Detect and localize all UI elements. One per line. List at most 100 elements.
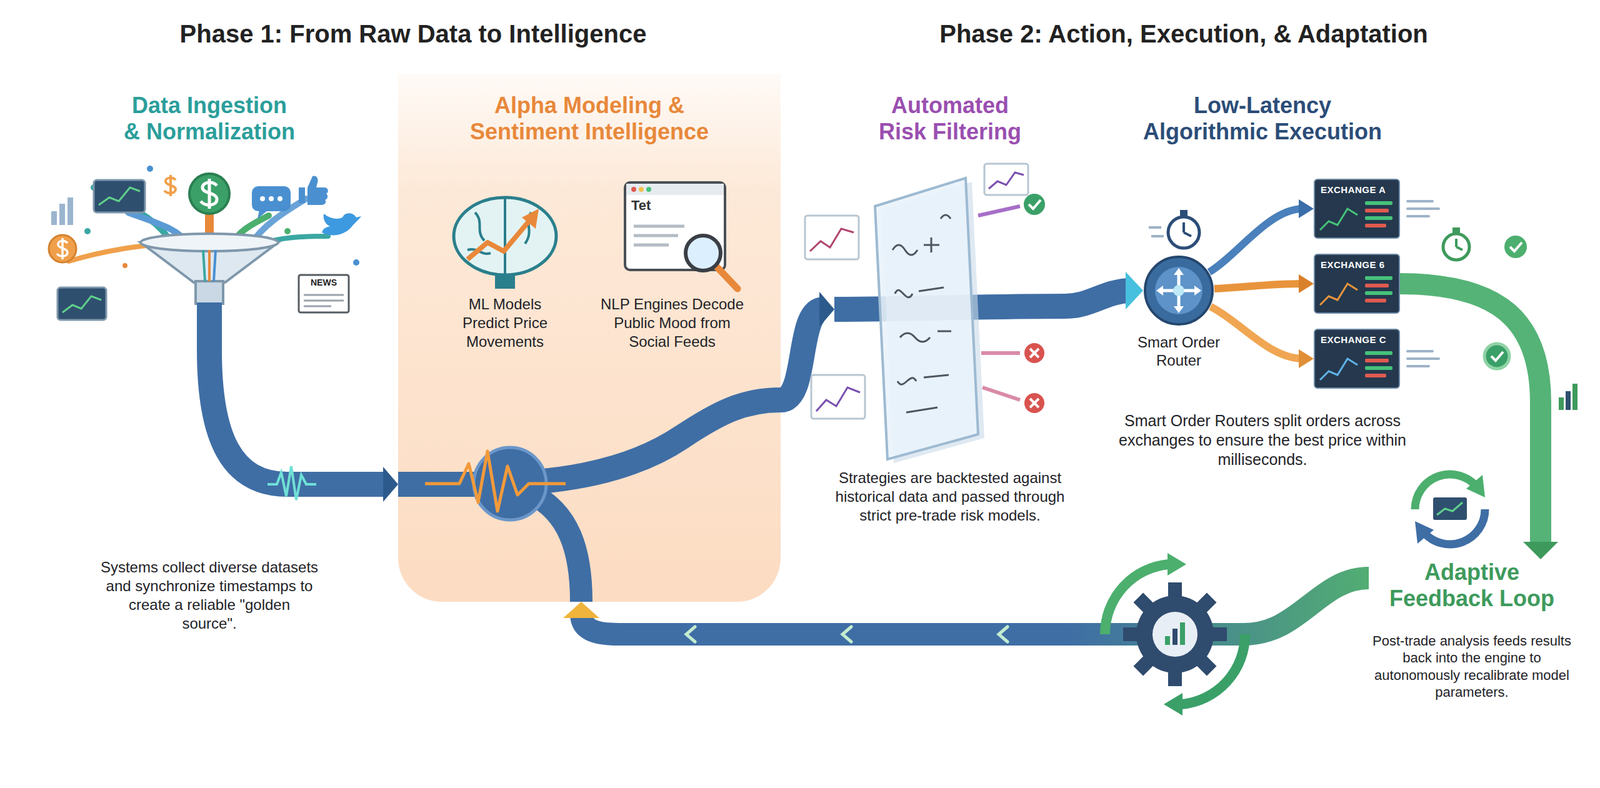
text-line	[633, 243, 669, 247]
glass-pane	[875, 178, 979, 460]
flow-ribbon	[318, 471, 388, 497]
phase-title: Phase 1: From Raw Data to Intelligence	[131, 20, 695, 49]
stage-band: Alpha Modeling & Sentiment IntelligenceM…	[398, 73, 781, 602]
quote-bar	[1365, 373, 1387, 378]
news-line	[303, 300, 344, 302]
flow-connector	[1065, 271, 1144, 310]
description-text: Smart Order Routers split orders across …	[1100, 411, 1425, 470]
risk-pane	[805, 163, 1045, 464]
chart-line	[62, 296, 102, 313]
router-label: Smart Order Router	[1128, 333, 1229, 370]
stage-heading: Automated Risk Filtering	[866, 92, 1034, 146]
speed-line	[1407, 357, 1439, 360]
description-text: Systems collect diverse datasets and syn…	[100, 558, 319, 634]
router-core	[1155, 266, 1203, 315]
dot	[353, 259, 360, 266]
bar-icon	[1558, 397, 1564, 410]
data-icons	[48, 165, 362, 320]
browser-icon	[625, 182, 738, 289]
dollar-sign	[164, 175, 176, 197]
chart-card	[805, 215, 859, 260]
router-arrowheads	[1156, 268, 1202, 314]
flow-connector	[1400, 283, 1559, 560]
speed-line	[1407, 365, 1429, 368]
dollar-sign	[200, 178, 217, 209]
motion-line	[1148, 226, 1162, 229]
description-text: Post-trade analysis feeds results back i…	[1368, 632, 1575, 702]
x-mark	[1030, 348, 1039, 358]
magnifier-handle	[715, 265, 738, 289]
reject-x	[1024, 343, 1045, 364]
flow-ribbon	[1214, 283, 1304, 289]
quote-bar	[1365, 283, 1389, 288]
exchange-name: EXCHANGE C	[1315, 330, 1399, 345]
router-arrows	[1161, 273, 1197, 309]
flow-ribbon	[1400, 283, 1541, 547]
motion-line	[1151, 235, 1164, 238]
chat-tail	[257, 210, 268, 219]
gear-bar	[1172, 628, 1178, 645]
chevron	[998, 626, 1008, 642]
stopwatch-hand	[1456, 238, 1463, 250]
flow-ribbon	[1209, 208, 1304, 272]
bar-icon	[1572, 383, 1578, 410]
window-dot	[646, 186, 652, 192]
exchange-box: EXCHANGE C	[1313, 328, 1400, 389]
exchange-name: EXCHANGE A	[1315, 180, 1399, 195]
gear-cycle-head	[1163, 693, 1183, 716]
bar-icon	[59, 203, 65, 225]
funnel-stream	[213, 250, 216, 282]
stage-panel: Data Ingestion & NormalizationSystems co…	[100, 92, 319, 634]
funnel	[140, 233, 279, 304]
quote-bar	[1365, 291, 1393, 295]
check-circle	[1504, 235, 1527, 259]
speed-line	[1407, 207, 1439, 210]
chevron	[842, 626, 852, 642]
router-circle: Smart Order Router	[1143, 255, 1215, 327]
thumbs-up	[298, 176, 329, 205]
bird-icon	[321, 213, 362, 235]
quote-bar	[1365, 351, 1393, 355]
pulse-wave	[267, 466, 317, 500]
check-mark	[1510, 242, 1522, 252]
browser-window	[625, 182, 725, 270]
dot	[284, 228, 291, 235]
router-ring	[1145, 256, 1213, 325]
dollar-coin	[189, 173, 230, 214]
chat-bubble	[251, 186, 291, 212]
quote-bar	[1365, 201, 1393, 205]
stopwatch-face	[1443, 233, 1470, 260]
stage-heading: Data Ingestion & Normalization	[106, 92, 313, 146]
pass-check	[1023, 193, 1045, 215]
check-mark	[1491, 351, 1504, 361]
router-circle-shape	[1143, 255, 1215, 327]
check-badge	[1484, 343, 1510, 369]
quote-bar	[1365, 358, 1389, 363]
funnel-spout	[195, 281, 224, 304]
dollar-coin	[48, 235, 77, 263]
exchange-name: EXCHANGE 6	[1315, 255, 1399, 270]
cycle-head	[1415, 521, 1434, 544]
browser-bar	[626, 183, 724, 195]
chat-dot	[260, 196, 265, 202]
description-text: Strategies are backtested against histor…	[834, 468, 1066, 525]
magnifier-lens	[685, 235, 721, 271]
chart-line	[816, 387, 860, 412]
chart-line	[988, 172, 1024, 189]
return-chevrons	[686, 626, 1008, 642]
gear-hub	[1152, 611, 1198, 657]
data-ribbon	[398, 400, 781, 485]
price-line	[1320, 358, 1358, 380]
reject-x	[1024, 393, 1045, 414]
price-line	[1320, 283, 1358, 305]
quote-bar	[1365, 366, 1393, 370]
arrowhead	[1298, 199, 1314, 219]
check-mark	[1028, 200, 1041, 209]
stopwatch-icon	[1148, 210, 1200, 249]
funnel-stream	[203, 250, 205, 282]
speed-line	[1407, 200, 1433, 203]
window-dot	[631, 186, 637, 192]
data-ribbon	[209, 302, 320, 485]
